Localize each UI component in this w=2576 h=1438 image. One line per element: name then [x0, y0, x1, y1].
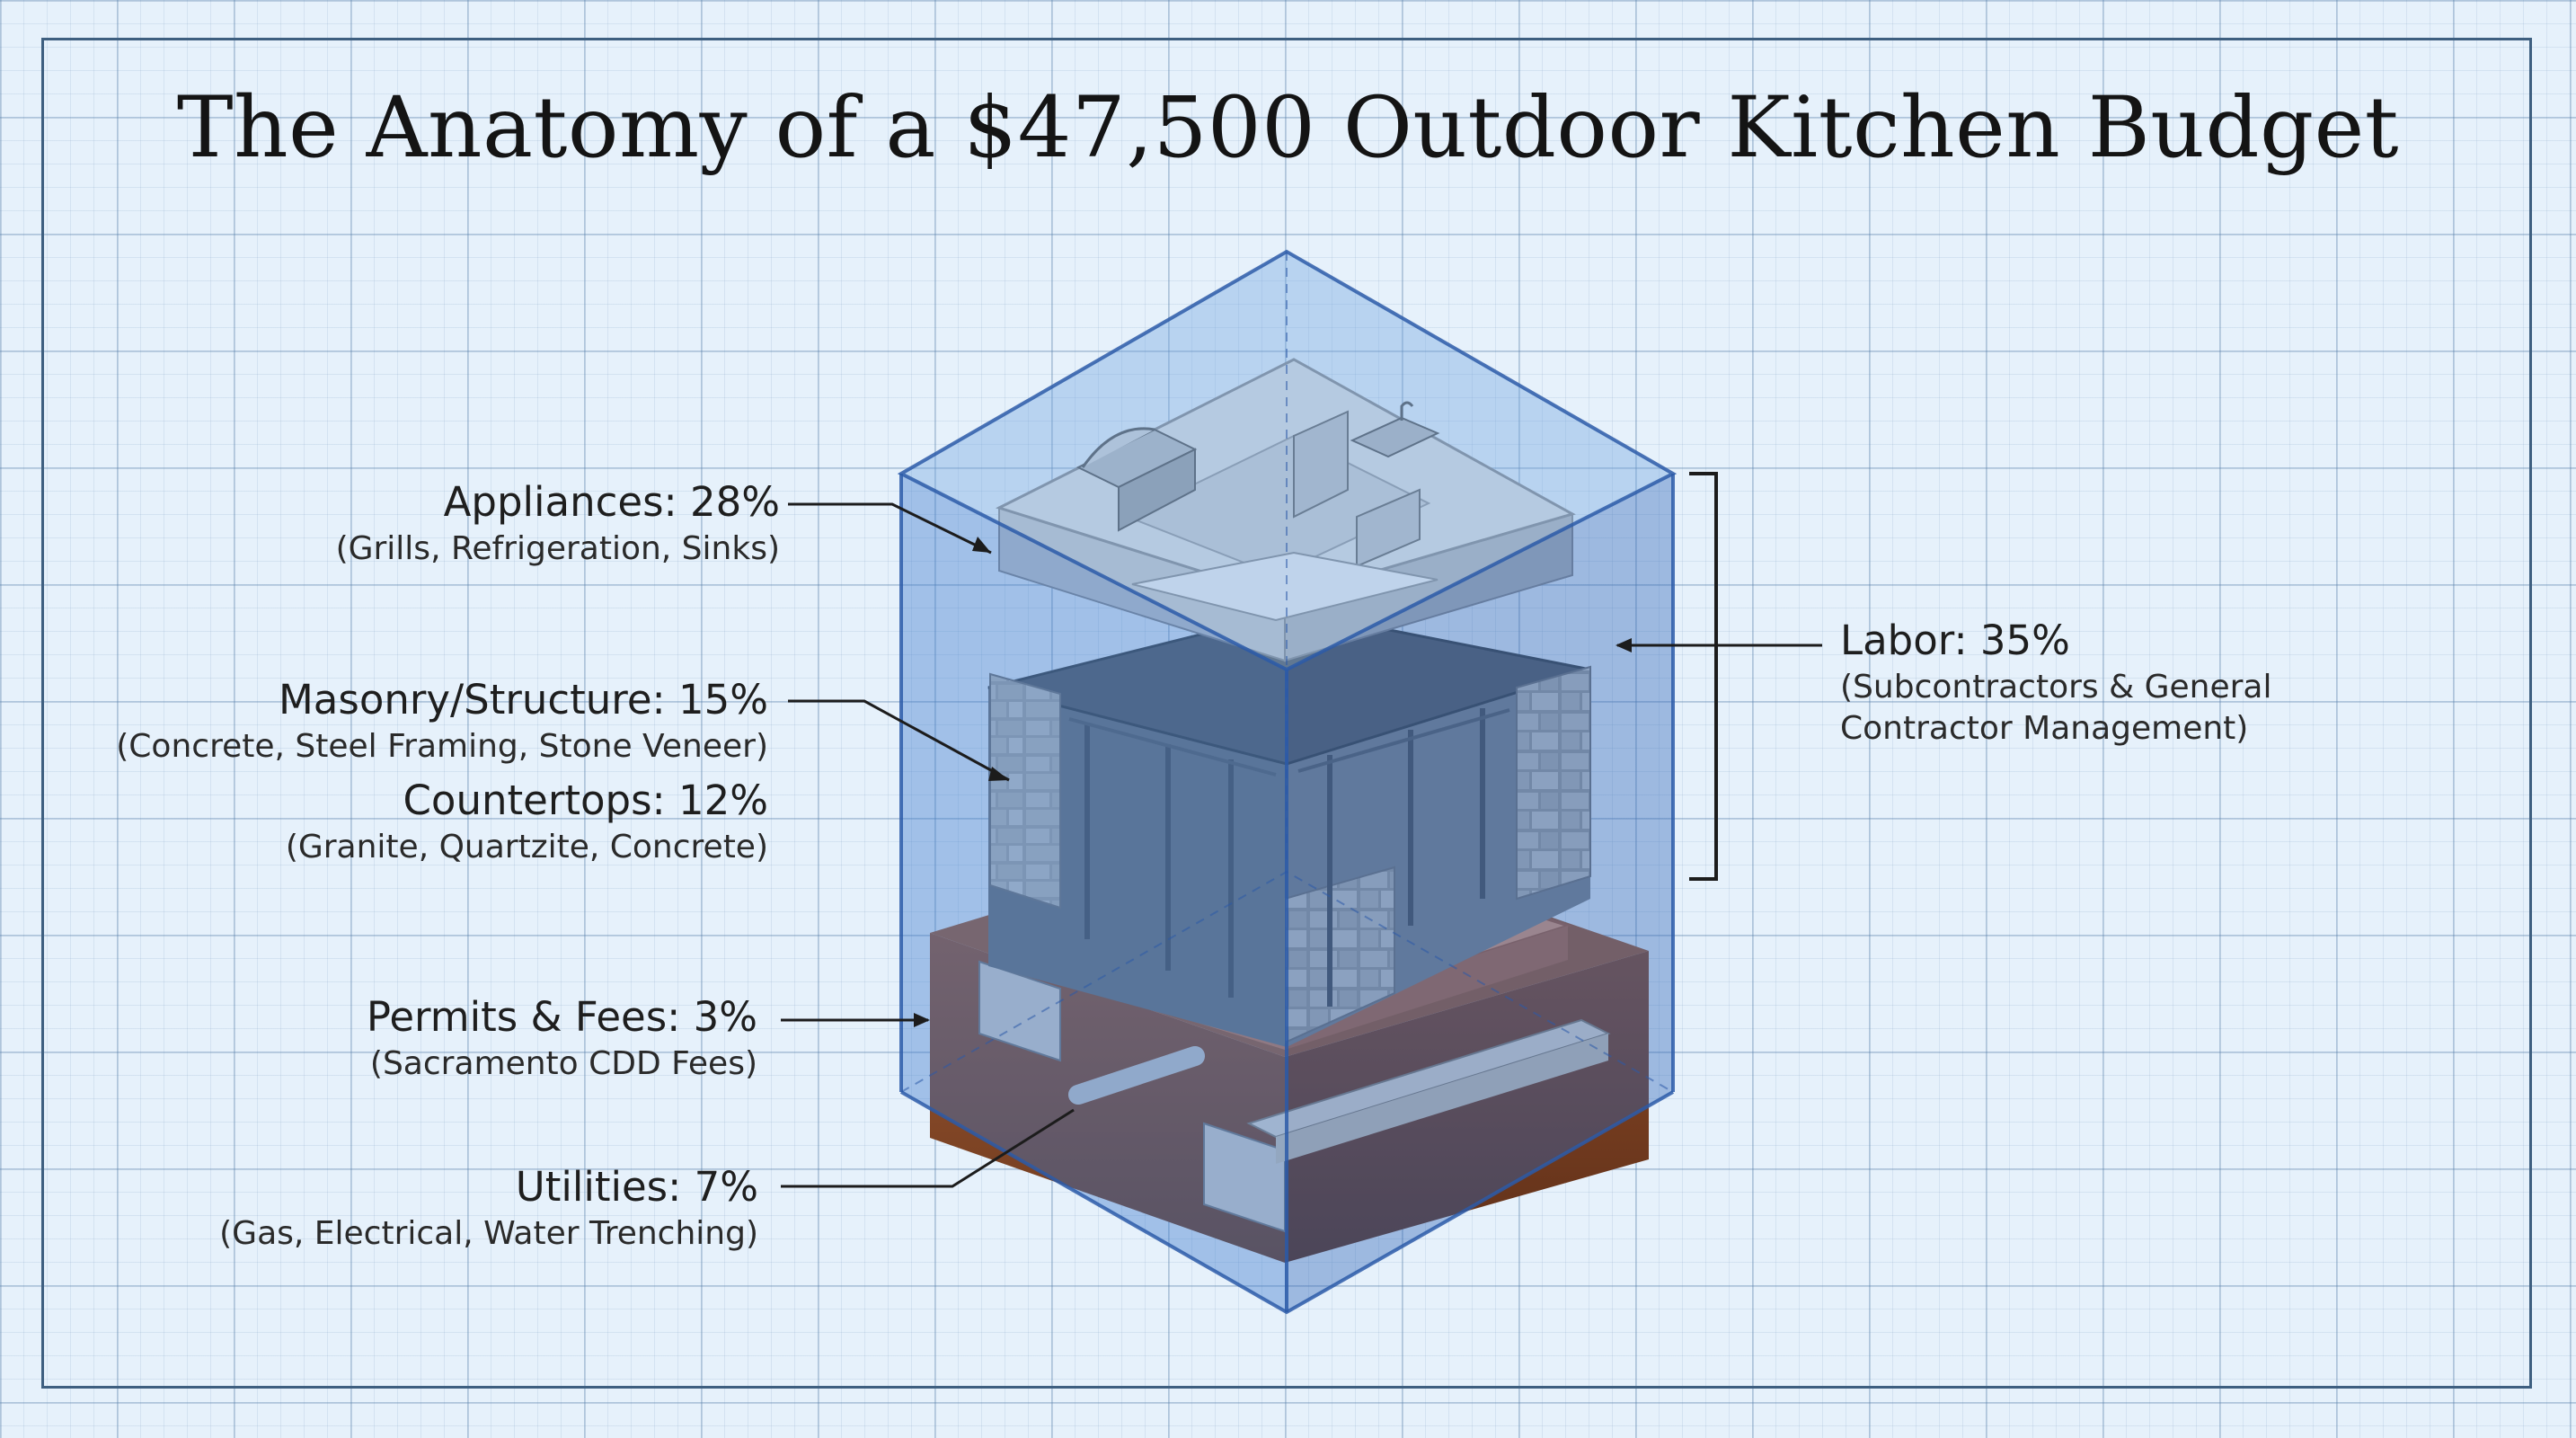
appliances-label: Appliances: 28%	[443, 478, 780, 526]
labor-detail-line1: (Subcontractors & General	[1840, 669, 2272, 706]
appliances-detail: (Grills, Refrigeration, Sinks)	[335, 530, 780, 567]
callout-masonry: Masonry/Structure: 15% (Concrete, Steel …	[116, 674, 768, 768]
glass-enclosure	[897, 249, 1677, 1315]
masonry-label: Masonry/Structure: 15%	[278, 676, 768, 723]
callout-permits: Permits & Fees: 3% (Sacramento CDD Fees)	[367, 991, 757, 1085]
callout-appliances: Appliances: 28% (Grills, Refrigeration, …	[336, 476, 780, 570]
sink-icon	[1350, 401, 1440, 458]
masonry-structure-module	[987, 609, 1591, 1047]
callout-utilities: Utilities: 7% (Gas, Electrical, Water Tr…	[219, 1161, 758, 1255]
callout-leaders	[781, 472, 1822, 1188]
permits-label: Permits & Fees: 3%	[366, 993, 757, 1041]
callout-arrowheads	[914, 537, 1632, 1027]
utilities-label: Utilities: 7%	[515, 1163, 758, 1211]
utilities-detail: (Gas, Electrical, Water Trenching)	[219, 1215, 758, 1252]
blueprint-frame	[41, 38, 2532, 1389]
countertops-label: Countertops: 12%	[403, 777, 769, 824]
permits-detail: (Sacramento CDD Fees)	[369, 1045, 757, 1082]
callout-countertops: Countertops: 12% (Granite, Quartzite, Co…	[286, 775, 768, 868]
labor-label: Labor: 35%	[1840, 617, 2070, 664]
callout-labor: Labor: 35% (Subcontractors & General Con…	[1840, 615, 2272, 750]
labor-detail-line2: Contractor Management)	[1840, 710, 2249, 747]
countertops-detail: (Granite, Quartzite, Concrete)	[285, 829, 768, 865]
page-title: The Anatomy of a $47,500 Outdoor Kitchen…	[176, 79, 2400, 177]
grill-icon	[1076, 427, 1198, 532]
masonry-detail: (Concrete, Steel Framing, Stone Veneer)	[116, 728, 768, 765]
